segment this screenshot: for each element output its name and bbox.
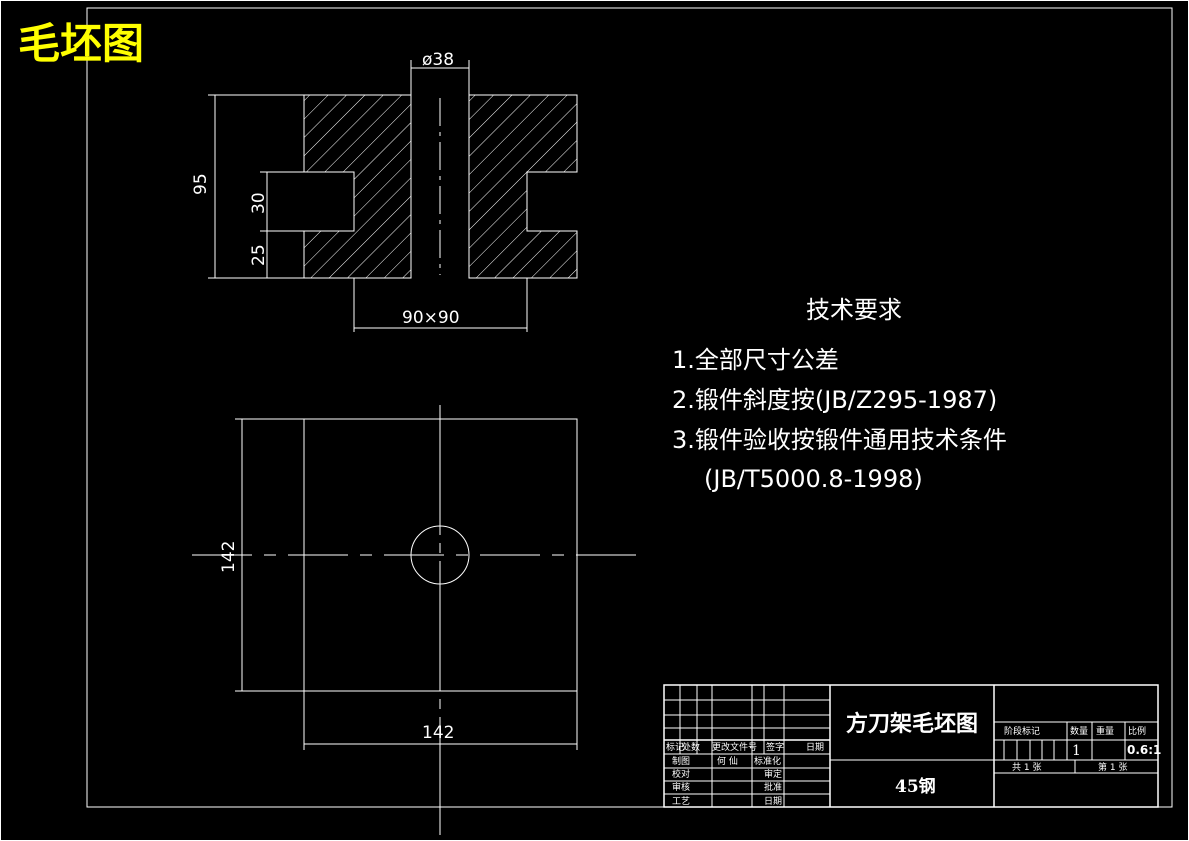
rev-header-mark: 标记 <box>666 741 684 753</box>
quantity-value: 1 <box>1072 743 1081 759</box>
role-drawn: 制图 <box>672 755 690 767</box>
rev-header-doc: 更改文件号 <box>712 741 757 753</box>
tech-item-2: 2.锻件斜度按(JB/Z295-1987) <box>672 386 997 414</box>
role-checked: 校对 <box>672 768 690 780</box>
dim-slot-height: 30 <box>249 192 269 214</box>
sheet-number: 第 1 张 <box>1098 761 1127 773</box>
title-block <box>663 684 1159 808</box>
role-approved-by: 审定 <box>764 768 782 780</box>
quantity-label: 数量 <box>1070 725 1088 737</box>
rev-header-count: 处数 <box>682 741 700 753</box>
role-approval: 批准 <box>764 781 782 793</box>
dim-height: 95 <box>191 173 211 195</box>
role-process: 工艺 <box>672 796 690 807</box>
dim-plan-width: 142 <box>422 723 454 743</box>
dim-bottom-flange: 25 <box>249 244 269 266</box>
rev-header-sign: 签字 <box>766 741 784 753</box>
role-date: 日期 <box>764 796 782 807</box>
rev-header-date: 日期 <box>806 742 824 753</box>
scale-label: 比例 <box>1128 725 1146 737</box>
material: 45钢 <box>895 776 936 797</box>
role-standardization: 标准化 <box>754 755 781 767</box>
tech-heading: 技术要求 <box>806 296 902 324</box>
part-name: 方刀架毛坯图 <box>846 711 978 737</box>
plan-view: 142 142 <box>192 405 646 835</box>
title-block-text: 标记 处数 更改文件号 签字 日期 制图 校对 审核 工艺 何 仙 标准化 审定… <box>666 711 1161 807</box>
section-view: ø38 95 30 25 90×90 <box>191 50 578 332</box>
dim-base-size: 90×90 <box>402 308 460 328</box>
role-reviewed: 审核 <box>672 781 690 793</box>
role-person: 何 仙 <box>717 755 738 767</box>
scale-value: 0.6:1 <box>1127 743 1161 757</box>
tech-item-3: 3.锻件验收按锻件通用技术条件 <box>672 426 1007 454</box>
sheet-total: 共 1 张 <box>1012 762 1041 773</box>
stage-mark-label: 阶段标记 <box>1004 725 1040 737</box>
sheet-title: 毛坯图 <box>18 19 144 68</box>
tech-item-1: 1.全部尺寸公差 <box>672 346 839 374</box>
tech-item-4: (JB/T5000.8-1998) <box>704 465 923 493</box>
dim-plan-height: 142 <box>219 541 239 573</box>
title-block-frame <box>663 684 1159 808</box>
dim-bore-diameter: ø38 <box>422 50 454 70</box>
weight-label: 重量 <box>1096 725 1114 737</box>
technical-requirements: 技术要求 1.全部尺寸公差 2.锻件斜度按(JB/Z295-1987) 3.锻件… <box>672 296 1007 493</box>
inner-frame <box>86 7 1173 808</box>
section-hatch-left <box>303 94 412 279</box>
section-hatch-right <box>468 94 578 279</box>
